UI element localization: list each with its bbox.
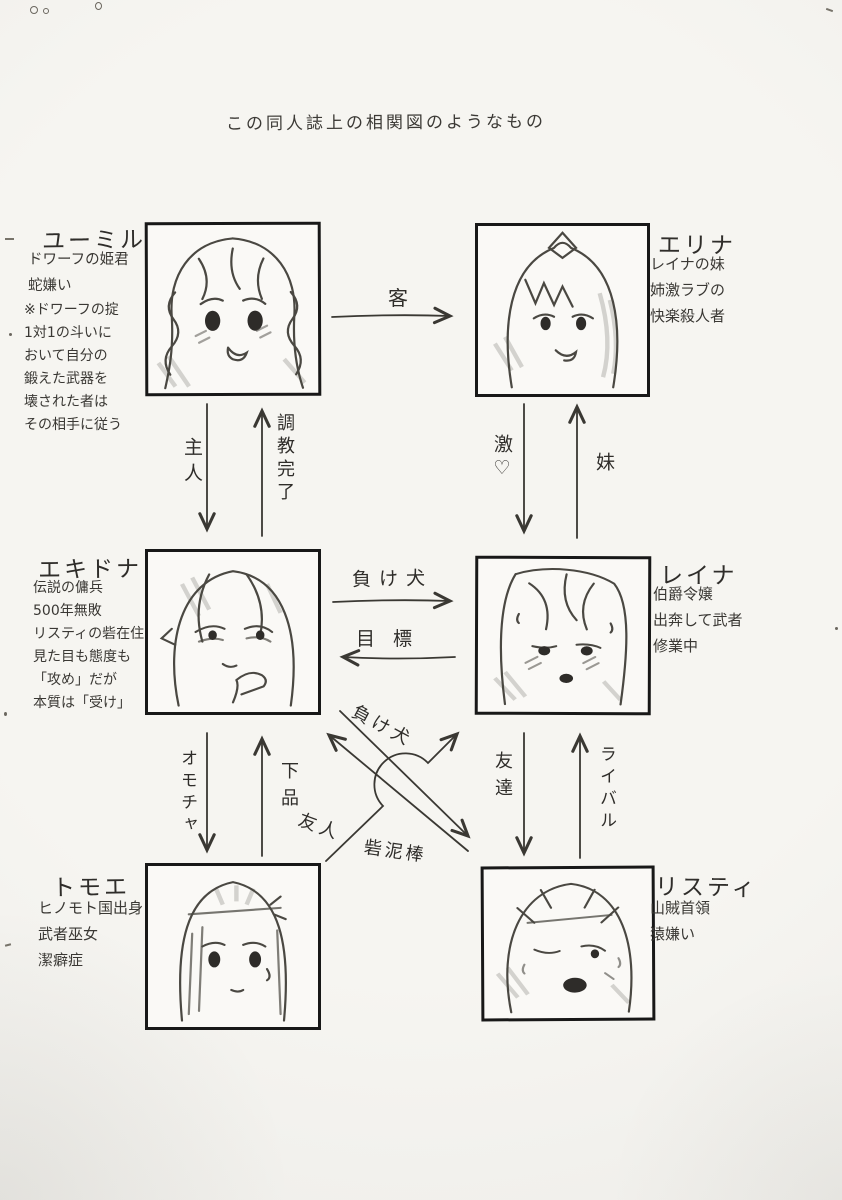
bio-risty: 山賊首領 猿嫌い bbox=[650, 895, 710, 947]
scan-artifact bbox=[95, 2, 102, 10]
label-intense-love: 激♡ bbox=[491, 434, 513, 483]
bio-line: 500年無敗 bbox=[33, 603, 102, 619]
bio-line: 「攻め」だが bbox=[33, 672, 117, 688]
note-line: 1対1の斗いに bbox=[24, 325, 112, 341]
scan-artifact bbox=[4, 943, 12, 947]
bio-yumil: ドワーフの姫君 蛇嫌い bbox=[28, 247, 129, 299]
bio-line: 姉激ラブの bbox=[650, 281, 726, 299]
bio-line: 伝説の傭兵 bbox=[33, 580, 103, 596]
bio-line: 蛇嫌い bbox=[28, 278, 72, 294]
echidna-sketch bbox=[159, 570, 295, 707]
label-goal: 目標 bbox=[356, 628, 431, 650]
portrait-echidna bbox=[145, 549, 321, 715]
label-loser-dog: 負け犬 bbox=[351, 567, 434, 591]
bio-echidna: 伝説の傭兵 500年無敗 リスティの砦在住 見た目も態度も 「攻め」だが 本質は… bbox=[33, 577, 144, 715]
label-friend-diagonal: 友人 bbox=[295, 809, 344, 845]
portrait-leina bbox=[474, 555, 652, 716]
scan-artifact bbox=[9, 333, 12, 336]
note-line: その相手に従う bbox=[24, 417, 122, 433]
scan-artifact bbox=[4, 712, 7, 716]
portrait-tomoe bbox=[145, 863, 321, 1030]
arrow-yumil-elina bbox=[331, 306, 454, 325]
bio-line: 山賊首領 bbox=[650, 899, 711, 917]
elina-sketch bbox=[493, 231, 619, 389]
bio-line: 伯爵令嬢 bbox=[653, 585, 714, 603]
scan-artifact bbox=[43, 8, 49, 14]
arrow-leina-echidna bbox=[339, 649, 456, 667]
label-training-done: 調教完了 bbox=[274, 413, 295, 505]
bio-line: 潔癖症 bbox=[38, 951, 84, 969]
label-little-sister: 妹 bbox=[593, 452, 615, 478]
label-customer: 客 bbox=[388, 286, 408, 310]
note-line: 壊された者は bbox=[24, 394, 108, 410]
portrait-elina bbox=[475, 223, 650, 397]
bio-line: 本質は「受け」 bbox=[33, 695, 131, 711]
bio-line: 見た目も態度も bbox=[33, 649, 131, 665]
bio-line: ヒノモト国出身 bbox=[38, 899, 144, 917]
label-loser-dog-diagonal: 負け犬 bbox=[348, 701, 417, 752]
arrow-echidna-leina bbox=[332, 591, 454, 610]
portrait-yumil bbox=[144, 221, 322, 397]
bio-elina: レイナの妹 姉激ラブの 快楽殺人者 bbox=[650, 251, 725, 329]
arrow-risty-echidna-diagonal bbox=[326, 732, 469, 852]
bio-line: 出奔して武者 bbox=[653, 611, 743, 629]
scan-artifact bbox=[30, 6, 38, 14]
tomoe-sketch bbox=[179, 881, 287, 1022]
bio-line: ドワーフの姫君 bbox=[28, 252, 129, 268]
label-fort-thief: 砦泥棒 bbox=[362, 836, 428, 867]
page-title: この同人誌上の相関図のようなもの bbox=[225, 112, 547, 135]
bio-leina: 伯爵令嬢 出奔して武者 修業中 bbox=[653, 581, 743, 659]
yumil-sketch bbox=[156, 237, 307, 390]
note-line: おいて自分の bbox=[24, 348, 108, 364]
scan-artifact bbox=[825, 7, 834, 13]
note-line: ※ドワーフの掟 bbox=[24, 302, 119, 318]
name-leina: レイナ bbox=[660, 563, 738, 589]
scan-artifact bbox=[5, 238, 14, 240]
bio-line: 修業中 bbox=[653, 637, 699, 655]
label-toy: オモチャ bbox=[177, 749, 197, 837]
bio-line: 武者巫女 bbox=[38, 925, 99, 943]
label-master: 主人 bbox=[181, 437, 203, 489]
bio-tomoe: ヒノモト国出身 武者巫女 潔癖症 bbox=[38, 895, 143, 973]
bio-line: 猿嫌い bbox=[650, 925, 696, 943]
label-rival: ライバル bbox=[596, 745, 616, 833]
label-friend: 友達 bbox=[492, 751, 513, 805]
bio-line: レイナの妹 bbox=[650, 255, 725, 273]
note-yumil: ※ドワーフの掟 1対1の斗いに おいて自分の 鍛えた武器を 壊された者は その相… bbox=[24, 299, 122, 437]
leina-sketch bbox=[493, 568, 628, 706]
note-line: 鍛えた武器を bbox=[24, 371, 108, 387]
label-vulgar: 下品 bbox=[278, 761, 299, 815]
risty-sketch bbox=[495, 882, 633, 1014]
portrait-risty bbox=[480, 865, 656, 1022]
scan-artifact bbox=[835, 627, 838, 630]
bio-line: リスティの砦在住 bbox=[33, 626, 145, 642]
bio-line: 快楽殺人者 bbox=[650, 307, 726, 325]
